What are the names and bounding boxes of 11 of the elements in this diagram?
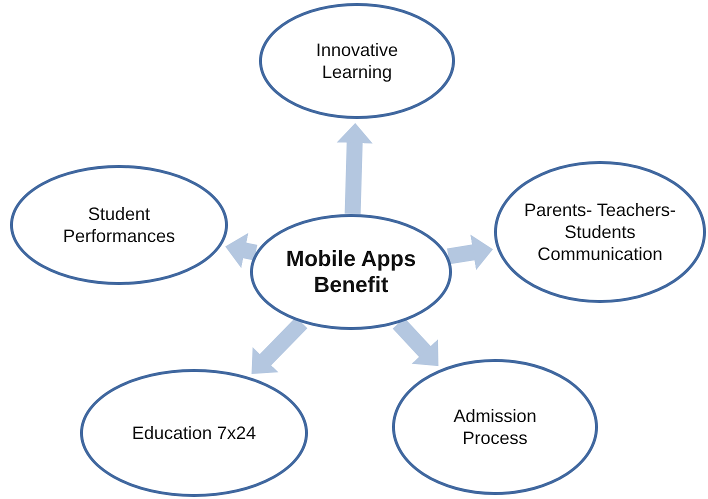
node-label: Innovative Learning bbox=[314, 39, 400, 83]
block-arrow bbox=[392, 318, 438, 366]
node-label: Education 7x24 bbox=[132, 422, 256, 444]
block-arrow bbox=[252, 317, 308, 374]
node-label: Parents- Teachers- Students Communication bbox=[523, 199, 677, 265]
node-label: Mobile Apps Benefit bbox=[285, 246, 417, 298]
node-label: Admission Process bbox=[452, 405, 538, 449]
block-arrow bbox=[225, 232, 258, 268]
node-label: Student Performances bbox=[62, 203, 176, 247]
block-arrow bbox=[446, 234, 493, 270]
block-arrow bbox=[336, 123, 373, 214]
